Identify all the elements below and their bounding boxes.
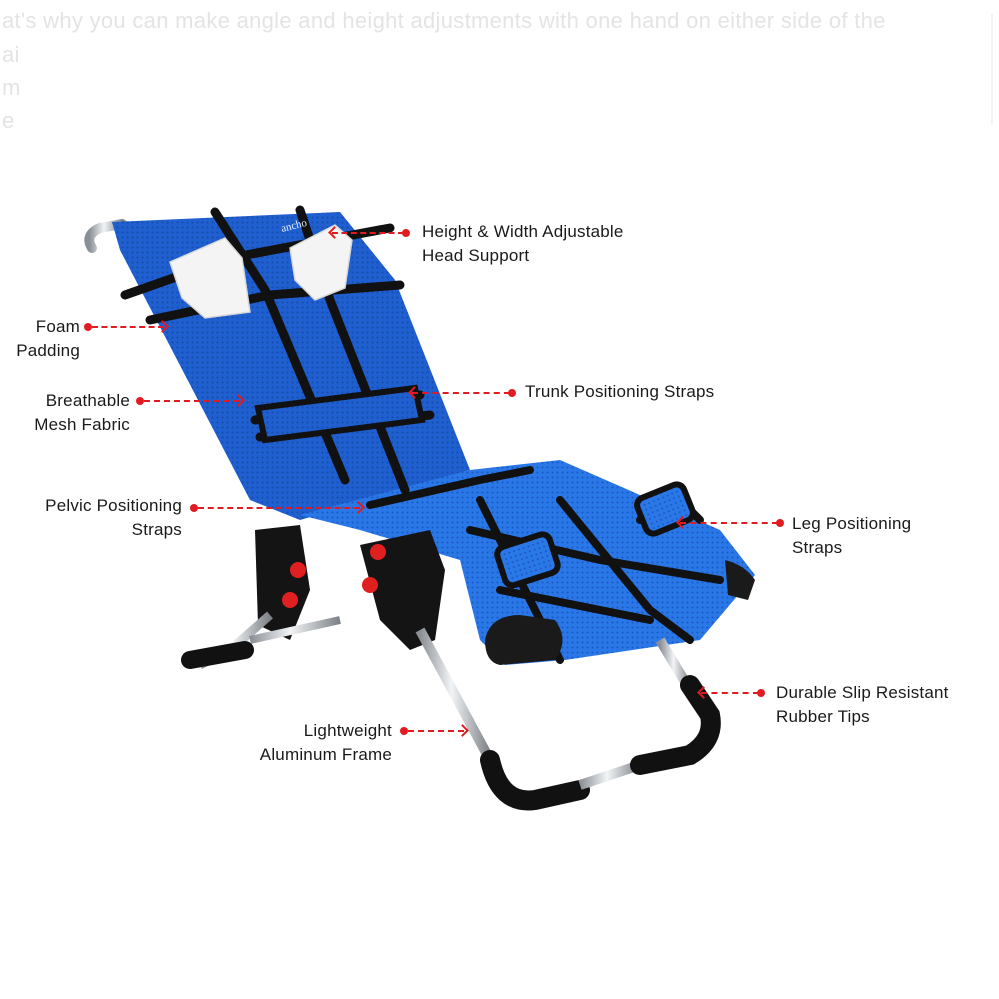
callout-rubber-tips: Durable Slip Resistant Rubber Tips bbox=[776, 683, 949, 726]
front-rubber-tip-left bbox=[480, 750, 590, 811]
aluminum-frame-leader bbox=[400, 724, 469, 737]
frame-top-bar bbox=[84, 219, 127, 253]
faded-scrollbar-edge bbox=[991, 14, 993, 124]
foam-padding-leader bbox=[84, 320, 169, 333]
adjustment-knobs bbox=[282, 544, 386, 608]
dot-icon bbox=[136, 397, 144, 405]
dot-icon bbox=[400, 727, 408, 735]
seat-bumper-side bbox=[725, 560, 755, 600]
faded-text-line: m bbox=[2, 75, 21, 100]
rear-rubber-tip bbox=[181, 641, 254, 669]
callout-pelvic-straps: Pelvic Positioning Straps bbox=[45, 496, 182, 539]
callout-foam-padding: Foam Padding bbox=[16, 317, 80, 360]
callout-trunk-straps: Trunk Positioning Straps bbox=[525, 382, 715, 401]
leg-strap-loop-left bbox=[494, 531, 561, 589]
rear-crossbar bbox=[249, 616, 341, 644]
trunk-straps-leader bbox=[408, 386, 518, 399]
faded-text-line: at's why you can make angle and height a… bbox=[2, 8, 886, 33]
arrow-icon bbox=[352, 501, 365, 514]
leg-strap-loop-right bbox=[634, 481, 696, 537]
dot-icon bbox=[402, 229, 410, 237]
dot-icon bbox=[757, 689, 765, 697]
background-faded-text: at's why you can make angle and height a… bbox=[0, 0, 999, 140]
dot-icon bbox=[508, 389, 516, 397]
dot-icon bbox=[84, 323, 92, 331]
arrow-icon bbox=[156, 320, 169, 333]
front-crossbar bbox=[578, 760, 642, 790]
rubber-tips-leader bbox=[697, 686, 767, 699]
trunk-strap-pad bbox=[254, 384, 426, 444]
mechanism-housing-right bbox=[360, 530, 445, 650]
dot-icon bbox=[190, 504, 198, 512]
callout-aluminum-frame: Lightweight Aluminum Frame bbox=[259, 721, 392, 764]
mesh-fabric-leader bbox=[136, 394, 245, 407]
arrow-icon bbox=[232, 394, 245, 407]
leg-straps-leader bbox=[676, 516, 786, 529]
front-rubber-tip-right bbox=[630, 675, 721, 775]
headrest-pad-right bbox=[289, 224, 353, 301]
front-leg-left bbox=[415, 627, 495, 763]
arrow-icon bbox=[456, 724, 469, 737]
callout-head-support: Height & Width Adjustable Head Support bbox=[422, 222, 624, 265]
head-support-leader bbox=[328, 226, 412, 239]
seat-bumper-front bbox=[485, 615, 563, 665]
faded-text-line: ai bbox=[2, 42, 20, 67]
dot-icon bbox=[776, 519, 784, 527]
headrest-pad-left bbox=[169, 237, 251, 319]
mechanism-housing-left bbox=[255, 525, 310, 640]
callout-mesh-fabric: Breathable Mesh Fabric bbox=[34, 391, 130, 434]
callout-leg-straps: Leg Positioning Straps bbox=[792, 514, 912, 557]
pelvic-straps-leader bbox=[190, 501, 365, 514]
faded-text-line: e bbox=[2, 108, 15, 133]
